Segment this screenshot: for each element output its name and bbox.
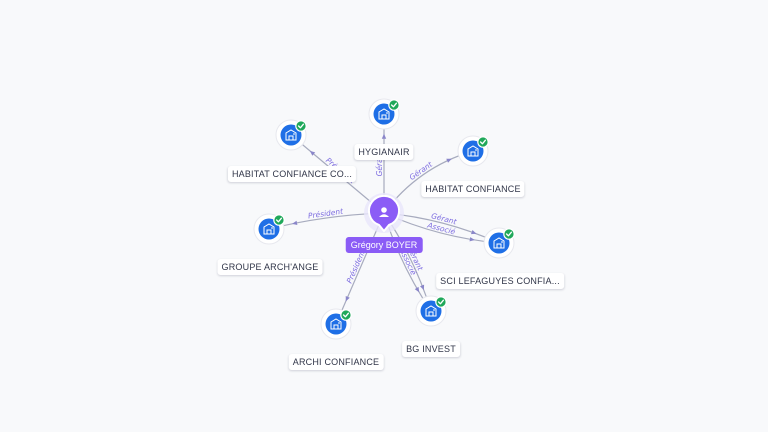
company-node-hygianair[interactable]: [368, 98, 400, 130]
company-label-habitat-confiance[interactable]: HABITAT CONFIANCE: [421, 181, 525, 197]
building-icon: [467, 145, 479, 157]
company-label-bg-invest[interactable]: BG INVEST: [402, 341, 460, 357]
edge-arrow-groupe-archange: [292, 220, 298, 226]
company-node-bg-invest[interactable]: [415, 295, 447, 327]
edge-arrow-hygianair: [381, 133, 387, 139]
edge-arrow-bg-invest: [420, 284, 425, 291]
company-label-habitat-confiance-co[interactable]: HABITAT CONFIANCE CO...: [227, 166, 357, 182]
person-name-label[interactable]: Grégory BOYER: [345, 237, 423, 253]
company-node-habitat-confiance-co[interactable]: [275, 119, 307, 151]
building-icon: [425, 305, 437, 317]
verified-check-icon: [273, 214, 285, 226]
company-node-groupe-archange[interactable]: [253, 213, 285, 245]
edge-arrow-habitat-confiance: [446, 158, 452, 163]
company-node-sci-lefaguyes[interactable]: [483, 227, 515, 259]
edge-arrow-archi-confiance: [345, 295, 350, 302]
edge-arrow-bg-invest: [414, 286, 420, 293]
person-pin[interactable]: [368, 194, 400, 233]
role-label-gerant: Gérant: [408, 159, 435, 182]
company-label-hygianair[interactable]: HYGIANAIR: [354, 144, 414, 160]
company-nodes: [253, 98, 515, 340]
role-label-gerant: Gérant: [375, 150, 384, 177]
user-icon: [379, 207, 389, 217]
company-node-archi-confiance[interactable]: [320, 308, 352, 340]
edge-arrow-sci-lefaguyes: [470, 229, 477, 235]
edge-arrow-sci-lefaguyes: [469, 237, 475, 242]
person-node[interactable]: [364, 193, 404, 233]
building-icon: [285, 129, 297, 141]
building-icon: [263, 223, 275, 235]
edge-arrow-habitat-confiance-co: [309, 150, 316, 156]
building-icon: [493, 237, 505, 249]
verified-check-icon: [503, 228, 515, 240]
company-node-habitat-confiance[interactable]: [457, 135, 489, 167]
verified-check-icon: [295, 120, 307, 132]
company-label-groupe-archange[interactable]: GROUPE ARCH'ANGE: [217, 259, 323, 275]
company-label-sci-lefaguyes[interactable]: SCI LEFAGUYES CONFIA...: [436, 273, 564, 289]
verified-check-icon: [340, 309, 352, 321]
verified-check-icon: [435, 296, 447, 308]
building-icon: [330, 318, 342, 330]
company-label-archi-confiance[interactable]: ARCHI CONFIANCE: [288, 354, 384, 370]
building-icon: [378, 108, 390, 120]
verified-check-icon: [477, 136, 489, 148]
verified-check-icon: [388, 99, 400, 111]
role-label-president: Président: [345, 248, 368, 285]
